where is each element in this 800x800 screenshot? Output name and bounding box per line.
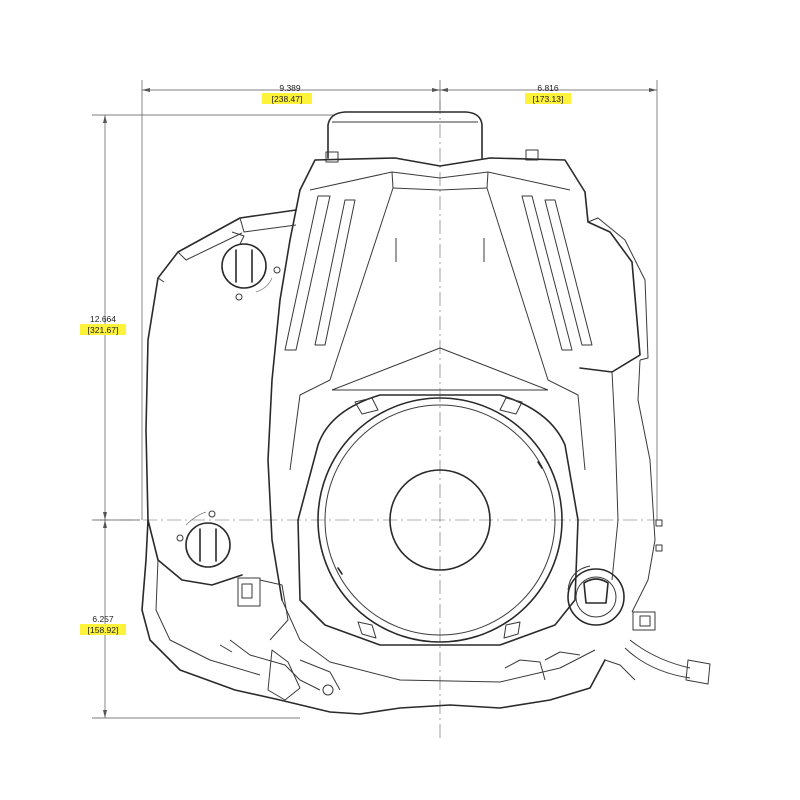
dimension-label-left-lower: 6.257 [158.92] bbox=[80, 614, 126, 635]
dimension-label-top-right: 6.816 [173.13] bbox=[525, 83, 571, 104]
dim-top-right-metric: [173.13] bbox=[533, 94, 564, 104]
dimension-lines bbox=[92, 80, 658, 719]
center-lines bbox=[95, 100, 665, 740]
engine-body bbox=[141, 111, 711, 715]
dim-top-left-metric: [238.47] bbox=[272, 94, 303, 104]
dim-left-upper-metric: [321.67] bbox=[88, 325, 119, 335]
dim-top-left-imperial: 9.389 bbox=[279, 83, 301, 93]
dim-left-lower-metric: [158.92] bbox=[88, 625, 119, 635]
dimension-label-left-upper: 12.664 [321.67] bbox=[80, 314, 126, 335]
dim-top-right-imperial: 6.816 bbox=[537, 83, 559, 93]
dim-left-lower-imperial: 6.257 bbox=[92, 614, 114, 624]
dimension-label-top-left: 9.389 [238.47] bbox=[262, 83, 312, 104]
dim-left-upper-imperial: 12.664 bbox=[90, 314, 116, 324]
